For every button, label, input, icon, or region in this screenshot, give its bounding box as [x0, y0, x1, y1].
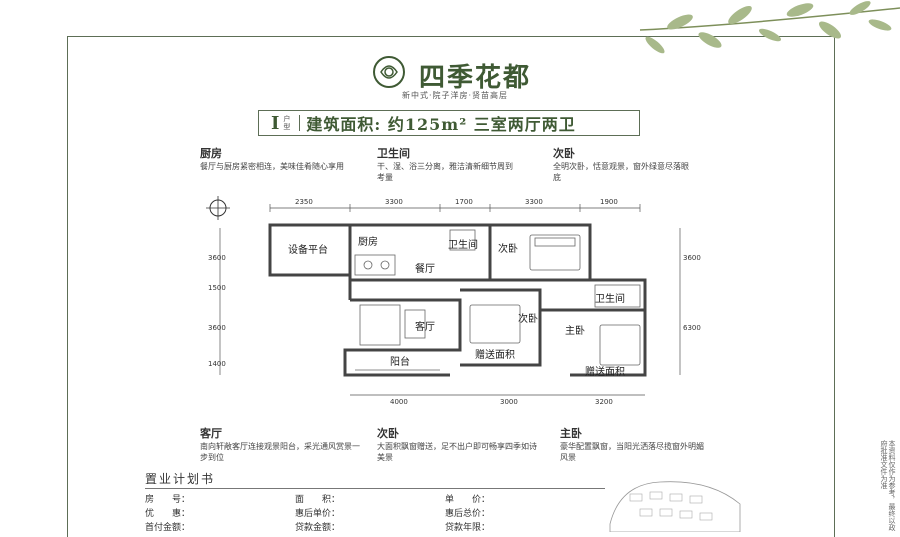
room-bonus-2: 赠送面积: [585, 365, 625, 378]
field-discounted-total[interactable]: 惠后总价：: [445, 509, 491, 519]
note-text: 南向轩敞客厅连接观景阳台，采光通风赏景一步到位: [200, 442, 360, 462]
note-heading: 卫生间: [377, 147, 410, 160]
field-down-payment[interactable]: 首付金额：: [145, 523, 191, 533]
note-heading: 次卧: [377, 427, 399, 440]
room-bath-1: 卫生间: [448, 238, 478, 251]
field-discounted-unit-price[interactable]: 惠后单价：: [295, 509, 341, 519]
room-dining: 餐厅: [415, 262, 435, 275]
note-bedroom-2: 次卧 大面积飘窗赠送，足不出户即可畅享四季如诗美景: [377, 428, 537, 463]
brand-name: 四季花都: [419, 63, 532, 93]
unit-area-title: 建筑面积: 约125m² 三室两厅两卫: [306, 115, 576, 134]
note-bathroom: 卫生间 干、湿、浴三分离，雅洁清新细节周到考量: [377, 148, 517, 183]
room-bedroom-2a: 次卧: [498, 242, 518, 255]
banner-divider: [299, 115, 301, 131]
dim-right-1: 3600: [683, 254, 701, 262]
room-living: 客厅: [415, 320, 435, 333]
unit-type-sub: 户型: [283, 115, 291, 131]
page-frame: [67, 36, 835, 537]
leaf-branch-decoration: [639, 1, 900, 54]
dim-top-1: 2350: [295, 198, 313, 206]
unit-type: I: [271, 112, 280, 134]
dim-right-2: 6300: [683, 324, 701, 332]
dim-top-3: 1700: [455, 198, 473, 206]
field-unit-price[interactable]: 单 价：: [445, 495, 491, 505]
rose-logo-icon: [373, 56, 405, 88]
unit-type-banner: I 户型 建筑面积: 约125m² 三室两厅两卫: [258, 110, 640, 136]
note-text: 豪华配置飘窗，当阳光洒落尽揽窗外明媚风景: [560, 442, 704, 462]
room-bedroom-2b: 次卧: [518, 312, 538, 325]
room-balcony: 阳台: [390, 355, 410, 368]
note-text: 餐厅与厨房紧密相连，美味佳肴随心享用: [200, 162, 344, 171]
site-map-thumbnail: [609, 481, 741, 532]
brand-tagline: 新中式·院子洋房·贤苗高层: [401, 91, 509, 100]
field-loan-amount[interactable]: 贷款金额：: [295, 523, 341, 533]
field-loan-term[interactable]: 贷款年限：: [445, 523, 491, 533]
field-room-number[interactable]: 房 号：: [145, 495, 191, 505]
note-master: 主卧 豪华配置飘窗，当阳光洒落尽揽窗外明媚风景: [560, 428, 710, 463]
dim-bottom-3: 3200: [595, 398, 613, 406]
dim-top-2: 3300: [385, 198, 403, 206]
field-discount[interactable]: 优 惠：: [145, 509, 191, 519]
dim-left-4: 1400: [208, 360, 226, 368]
floor-plan: 2350 3300 1700 3300 1900 3600 1500 3600 …: [190, 190, 710, 415]
note-heading: 厨房: [200, 147, 222, 160]
note-bedroom: 次卧 全明次卧，恬意观景，窗外绿意尽落眼底: [553, 148, 693, 183]
dim-left-1: 3600: [208, 254, 226, 262]
room-equipment: 设备平台: [288, 243, 328, 256]
room-master: 主卧: [565, 324, 585, 337]
note-text: 大面积飘窗赠送，足不出户即可畅享四季如诗美景: [377, 442, 537, 462]
dim-left-3: 3600: [208, 324, 226, 332]
note-heading: 客厅: [200, 427, 222, 440]
dim-left-2: 1500: [208, 284, 226, 292]
note-heading: 主卧: [560, 427, 582, 440]
note-heading: 次卧: [553, 147, 575, 160]
dim-top-4: 3300: [525, 198, 543, 206]
dim-bottom-2: 3000: [500, 398, 518, 406]
field-area[interactable]: 面 积：: [295, 495, 341, 505]
compass-icon: [206, 196, 230, 220]
form-divider: [145, 488, 605, 489]
note-text: 全明次卧，恬意观景，窗外绿意尽落眼底: [553, 162, 689, 182]
form-title: 置业计划书: [145, 472, 216, 486]
note-living: 客厅 南向轩敞客厅连接观景阳台，采光通风赏景一步到位: [200, 428, 360, 463]
room-bonus-1: 赠送面积: [475, 348, 515, 361]
note-text: 干、湿、浴三分离，雅洁清新细节周到考量: [377, 162, 513, 182]
note-kitchen: 厨房 餐厅与厨房紧密相连，美味佳肴随心享用: [200, 148, 360, 172]
brand-logo: 四季花都 新中式·院子洋房·贤苗高层: [355, 55, 555, 105]
disclaimer-note: 本资料仅作为参考，最终以政府批准文件为准: [880, 440, 896, 531]
dim-top-5: 1900: [600, 198, 618, 206]
purchase-plan-form: 置业计划书 房 号： 面 积： 单 价： 优 惠： 惠后单价： 惠后总价： 首付…: [145, 470, 605, 533]
room-bath-2: 卫生间: [595, 292, 625, 305]
dim-bottom-1: 4000: [390, 398, 408, 406]
floor-plan-drawing: 2350 3300 1700 3300 1900 3600 1500 3600 …: [206, 196, 701, 406]
room-kitchen: 厨房: [358, 235, 378, 248]
